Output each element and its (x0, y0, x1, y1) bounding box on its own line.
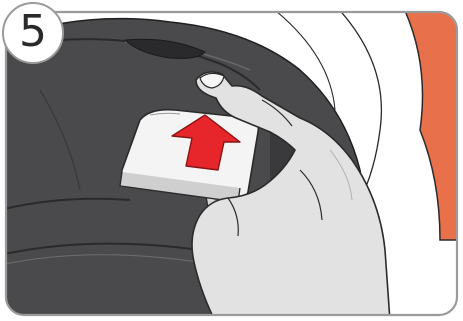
step-badge: 5 (2, 2, 64, 64)
step-number: 5 (19, 10, 47, 54)
